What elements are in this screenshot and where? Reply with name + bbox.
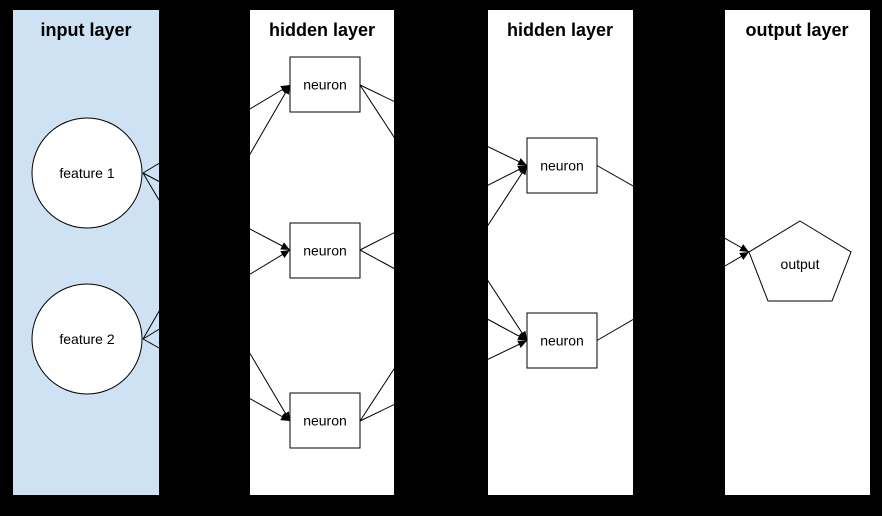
panel-hidden-layer-2 (488, 10, 633, 495)
label-hidden1-neuron2: neuron (303, 242, 347, 258)
node-hidden1-neuron1 (289, 56, 361, 113)
label-feature-2: feature 2 (59, 331, 114, 347)
node-feature-2 (31, 283, 143, 395)
label-hidden1-neuron1: neuron (303, 76, 347, 92)
title-hidden-layer-1: hidden layer (269, 20, 375, 40)
label-hidden1-neuron3: neuron (303, 412, 347, 428)
node-hidden1-neuron3 (289, 392, 361, 449)
label-hidden2-neuron1: neuron (540, 157, 584, 173)
label-output: output (781, 256, 820, 272)
title-input-layer: input layer (40, 20, 131, 40)
title-hidden-layer-2: hidden layer (507, 20, 613, 40)
label-feature-1: feature 1 (59, 165, 114, 181)
node-hidden1-neuron2 (289, 222, 361, 279)
panel-input-layer (13, 10, 159, 495)
label-hidden2-neuron2: neuron (540, 332, 584, 348)
node-hidden2-neuron1 (526, 137, 598, 194)
node-output-pentagon (748, 220, 852, 302)
title-output-layer: output layer (745, 20, 848, 40)
node-feature-1 (31, 117, 143, 229)
node-hidden2-neuron2 (526, 312, 598, 369)
